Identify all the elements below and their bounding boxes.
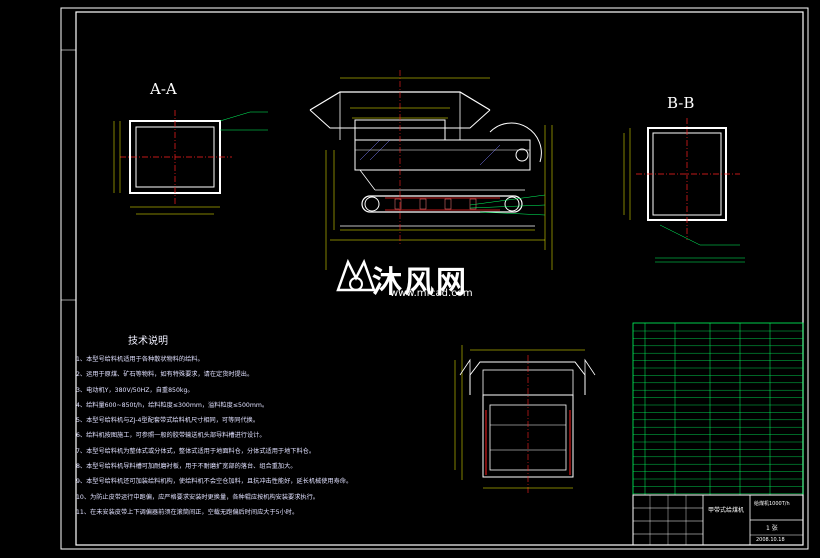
note-item: 9、本型号给料机还可加装给料机构，使给料机不会空仓加料，且抗冲击性能好，延长机械…: [76, 478, 353, 486]
section-aa-label: A-A: [150, 80, 177, 98]
note-item: 4、给料量600~850t/h，给料粒度≤300mm，溢料粒度≤500mm。: [76, 401, 269, 409]
main-elevation-view: [309, 70, 553, 270]
technical-notes: 1、本型号给料机适用于各种散状物料的给料。 2、运用于原煤、矿石等物料，如有特殊…: [76, 352, 416, 520]
note-item: 2、运用于原煤、矿石等物料，如有特殊要求，请在定货时提出。: [76, 371, 254, 379]
title-block-code: 给煤机1000T/h: [754, 501, 790, 507]
title-block-drawing-name: 甲带式给煤机: [708, 507, 745, 514]
technical-notes-title: 技术说明: [128, 336, 168, 347]
note-item: 11、在未安装皮带上下调偏器前须在滚筒间正，空载无跑偏后时间应大于5小时。: [76, 508, 299, 516]
note-item: 6、给料机按图施工，可参照一般的胶带输送机头部导料槽进行设计。: [76, 432, 266, 440]
watermark-brand: 沐风网: [372, 265, 468, 300]
title-block-sheet: 1 张: [766, 525, 778, 532]
section-bb-view: [623, 118, 745, 263]
end-view: [454, 345, 596, 495]
title-block: [632, 494, 804, 546]
note-item: 8、本型号给料机导料槽可加耐磨衬板，用于不耐磨扩宽部的落台、组合重加大。: [76, 463, 297, 471]
note-item: 10、为防止皮带运行中跑偏，应严格要求安装时更换量，各种辊应按机构安装要求执行。: [76, 493, 319, 501]
section-bb-label: B-B: [667, 94, 695, 112]
mfcad-logo-icon: [336, 258, 376, 292]
note-item: 1、本型号给料机适用于各种散状物料的给料。: [76, 356, 204, 363]
note-item: 3、电动机Y，380V/50HZ，自重850kg。: [76, 386, 194, 394]
sheet-inner-border: [75, 11, 804, 546]
parts-list-table: [632, 322, 804, 496]
title-block-date: 2008.10.18: [756, 537, 785, 543]
watermark-url: www.mfcad.com: [390, 288, 473, 299]
note-item: 5、本型号给料机与ZJ-4型配套带式给料机尺寸相同，可等同代换。: [76, 417, 260, 425]
section-aa-view: [113, 110, 268, 215]
sheet-outer-border: [60, 7, 809, 550]
note-item: 7、本型号给料机为整体式或分体式，整体式适用于地面料仓，分体式适用于地下料仓。: [76, 447, 316, 455]
